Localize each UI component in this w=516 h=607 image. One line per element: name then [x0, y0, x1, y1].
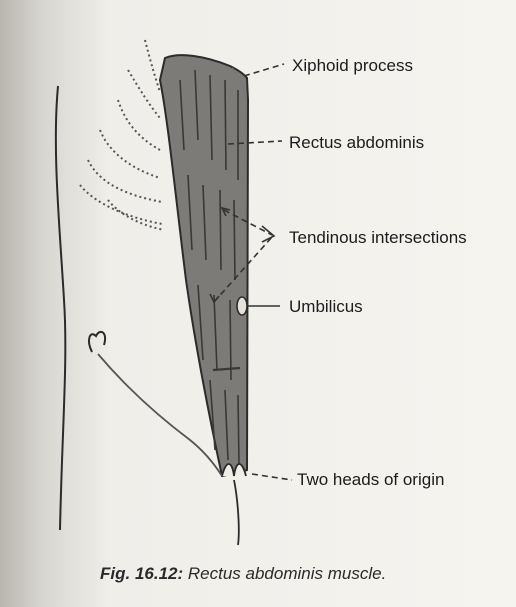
umbilicus — [237, 297, 247, 315]
label-xiphoid-process: Xiphoid process — [292, 56, 413, 76]
figure-caption: Fig. 16.12: Rectus abdominis muscle. — [100, 564, 386, 584]
spermatic-loop — [89, 332, 105, 352]
body-outline-left — [56, 86, 66, 530]
label-rectus-abdominis: Rectus abdominis — [289, 133, 424, 153]
label-umbilicus: Umbilicus — [289, 297, 363, 317]
figure-caption-text: Rectus abdominis muscle. — [188, 564, 386, 583]
rib-arcs — [80, 40, 164, 230]
origin-lower-outline — [234, 480, 239, 545]
figure-number: Fig. 16.12: — [100, 564, 183, 583]
label-two-heads-of-origin: Two heads of origin — [297, 470, 444, 490]
label-tendinous-intersections: Tendinous intersections — [289, 228, 467, 248]
